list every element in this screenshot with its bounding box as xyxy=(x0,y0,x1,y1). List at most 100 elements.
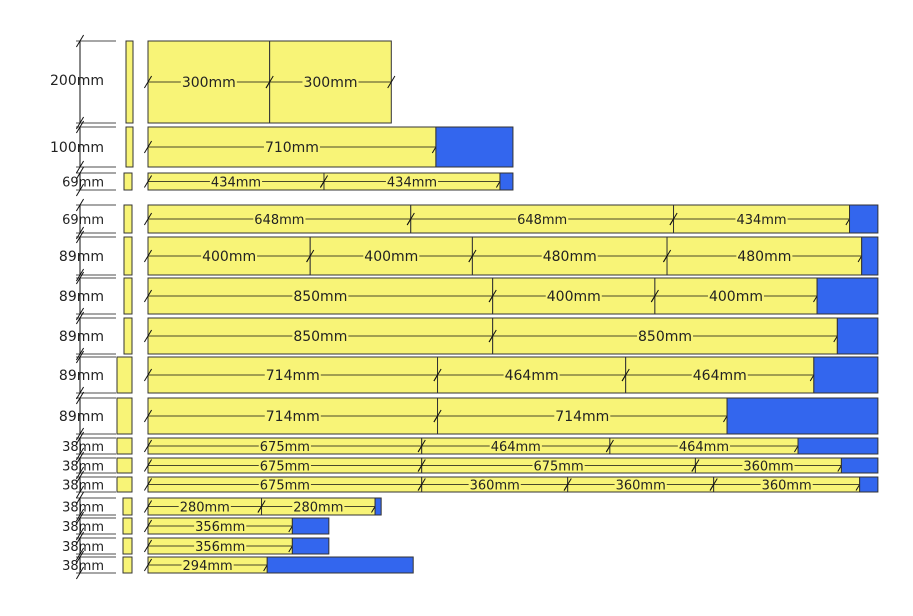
dimension-tick xyxy=(669,212,678,226)
piece-length-label: 850mm xyxy=(638,329,692,345)
dimension-tick xyxy=(319,175,329,188)
dimension-tick xyxy=(75,566,85,580)
board-width-label: 38mm xyxy=(62,501,104,516)
piece-length-label: 714mm xyxy=(555,409,609,425)
label-gap xyxy=(545,295,602,297)
label-gap xyxy=(760,483,813,486)
dimension-tick xyxy=(143,459,153,472)
waste-offcut xyxy=(726,397,879,435)
waste-offcut xyxy=(849,204,879,234)
label-gap xyxy=(194,525,247,527)
label-gap xyxy=(677,445,731,447)
dimension-tick xyxy=(143,249,153,263)
dimension-tick xyxy=(75,491,85,505)
board-row: 69mm 434mm 434mm xyxy=(62,166,514,197)
waste-offcut xyxy=(861,236,879,276)
dimension-tick xyxy=(257,500,266,513)
dimension-tick xyxy=(468,249,477,263)
dimension-tick xyxy=(75,386,85,400)
board-edge-view xyxy=(116,397,133,435)
dimension-tick xyxy=(75,508,85,522)
board-width-label: 89mm xyxy=(59,409,104,425)
board-width-label: 89mm xyxy=(59,329,104,345)
dimension-tick xyxy=(75,451,85,465)
label-gap xyxy=(209,180,263,183)
piece-length-label: 400mm xyxy=(709,289,763,305)
board-edge-view xyxy=(116,457,133,474)
label-gap xyxy=(258,483,311,486)
label-gap xyxy=(292,295,349,297)
dimension-tick xyxy=(75,268,85,282)
piece-length-label: 300mm xyxy=(303,75,357,91)
board-edge-view xyxy=(116,356,133,394)
dimension-tick xyxy=(143,140,153,154)
board-width-label: 100mm xyxy=(50,140,104,156)
label-gap xyxy=(264,415,321,417)
board-width-label: 38mm xyxy=(62,520,104,535)
dimension-tick xyxy=(143,478,153,491)
label-gap xyxy=(735,218,788,220)
dimension-tick xyxy=(75,547,85,561)
dimension-tick xyxy=(605,439,614,453)
dimension-tick xyxy=(75,347,85,361)
label-gap xyxy=(302,81,359,83)
piece-length-label: 280mm xyxy=(180,501,230,516)
dimension-tick xyxy=(75,183,85,197)
piece-length-label: 434mm xyxy=(211,176,261,191)
piece-length-label: 480mm xyxy=(737,249,791,265)
label-gap xyxy=(742,464,795,467)
dimension-tick xyxy=(143,329,153,343)
piece-length-label: 434mm xyxy=(387,176,437,191)
dimension-tick xyxy=(75,531,85,545)
dimension-tick xyxy=(75,230,85,244)
board-width-label: 69mm xyxy=(62,176,104,191)
board-row: 38mm 294mm xyxy=(62,550,414,580)
label-gap xyxy=(253,218,306,220)
piece-length-label: 360mm xyxy=(743,460,793,475)
label-gap xyxy=(614,483,667,486)
label-gap xyxy=(264,374,321,376)
dimension-tick xyxy=(143,75,153,89)
dimension-tick xyxy=(663,249,672,263)
piece-length-label: 648mm xyxy=(254,213,304,228)
dimension-tick xyxy=(650,289,659,303)
label-gap xyxy=(554,415,611,417)
label-gap xyxy=(637,335,694,337)
label-gap xyxy=(516,218,569,220)
board-edge-view xyxy=(122,537,133,555)
board-edge-view xyxy=(122,517,133,535)
piece-length-label: 400mm xyxy=(202,249,256,265)
piece-length-label: 300mm xyxy=(182,75,236,91)
dimension-tick xyxy=(143,212,153,226)
dimension-tick xyxy=(143,175,153,188)
board-width-label: 89mm xyxy=(59,289,104,305)
dimension-tick xyxy=(75,160,85,174)
piece-length-label: 464mm xyxy=(693,368,747,384)
dimension-tick xyxy=(433,368,442,382)
waste-offcut xyxy=(266,556,414,574)
label-gap xyxy=(385,180,439,183)
label-gap xyxy=(292,505,345,508)
piece-length-label: 464mm xyxy=(679,440,729,455)
waste-offcut xyxy=(836,317,879,355)
label-gap xyxy=(541,255,598,257)
dimension-tick xyxy=(143,409,153,423)
piece-length-label: 294mm xyxy=(183,559,233,574)
label-gap xyxy=(263,146,320,148)
dimension-tick xyxy=(709,478,718,491)
dimension-tick xyxy=(75,550,85,564)
piece-length-label: 356mm xyxy=(195,540,245,555)
dimension-tick xyxy=(143,558,153,572)
board-width-label: 38mm xyxy=(62,559,104,574)
waste-offcut xyxy=(291,517,330,535)
